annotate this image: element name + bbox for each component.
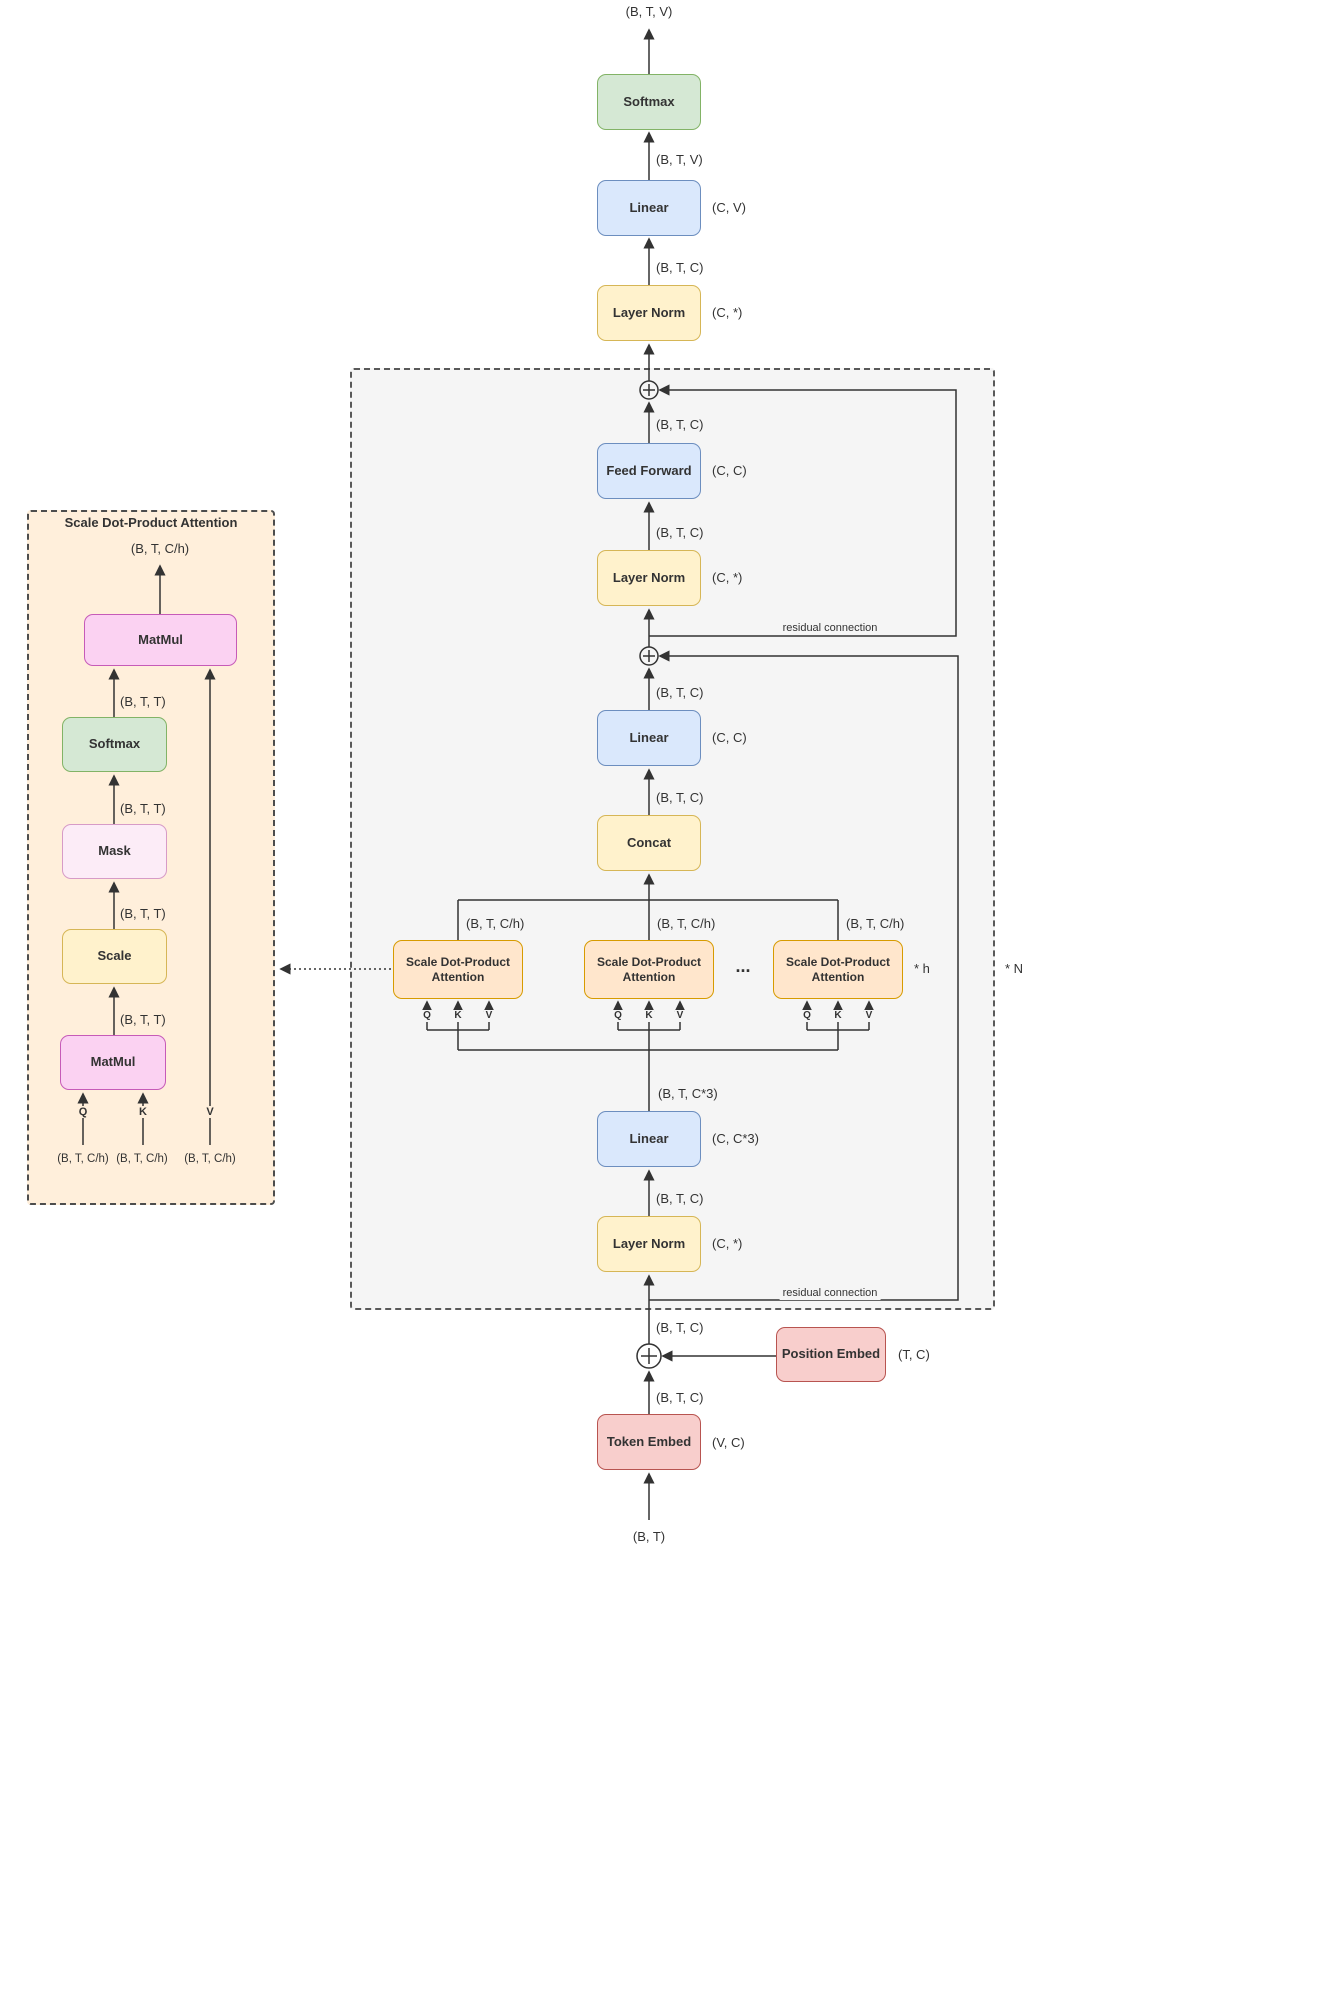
detail-dim-btt-3: (B, T, T) (120, 906, 166, 921)
dim-btc-label-7: (B, T, C) (656, 1320, 704, 1335)
detail-dim-btt-2: (B, T, T) (120, 801, 166, 816)
position-embed-weight-label: (T, C) (898, 1347, 930, 1362)
head3-out-dim-label: (B, T, C/h) (846, 916, 905, 931)
softmax-output-node: Softmax (597, 74, 701, 130)
layernorm-final-param-label: (C, *) (712, 305, 743, 320)
more-heads-ellipsis: ... (735, 956, 751, 976)
layernorm-2-param-label: (C, *) (712, 570, 743, 585)
linear-qkv-weight-label: (C, C*3) (712, 1131, 759, 1146)
dim-btc-label-5: (B, T, C) (656, 790, 704, 805)
output-dim-label: (B, T, V) (625, 4, 673, 19)
head-output-connector (457, 899, 839, 940)
head1-k-label: K (452, 1010, 464, 1022)
linear-proj-weight-label: (C, C) (712, 730, 747, 745)
add-residual-2-circle (639, 380, 659, 400)
attention-head-2: Scale Dot-Product Attention (584, 940, 714, 999)
detail-q-dim-label: (B, T, C/h) (57, 1153, 109, 1165)
layer-norm-2-node: Layer Norm (597, 550, 701, 606)
ff-weight-label: (C, C) (712, 463, 747, 478)
detail-k-dim-label: (B, T, C/h) (116, 1153, 168, 1165)
heads-multiplier-label: * h (914, 961, 930, 976)
residual-connection-label-1: residual connection (779, 1287, 881, 1300)
detail-v-dim-label: (B, T, C/h) (184, 1153, 236, 1165)
matmul-top-node: MatMul (84, 614, 237, 666)
head3-v-label: V (863, 1010, 875, 1022)
detail-out-dim-label: (B, T, C/h) (130, 541, 190, 556)
head2-k-label: K (643, 1010, 655, 1022)
attention-head-1: Scale Dot-Product Attention (393, 940, 523, 999)
residual-connection-2-path (649, 384, 957, 637)
position-embed-node: Position Embed (776, 1327, 886, 1382)
token-embed-weight-label: (V, C) (712, 1435, 745, 1450)
input-dim-label: (B, T) (632, 1529, 666, 1544)
mask-node: Mask (62, 824, 167, 879)
head3-k-label: K (832, 1010, 844, 1022)
head3-q-label: Q (801, 1010, 813, 1022)
matmul-bottom-node: MatMul (60, 1035, 166, 1090)
add-position-embed-circle (636, 1343, 662, 1369)
head1-out-dim-label: (B, T, C/h) (466, 916, 525, 931)
detail-title: Scale Dot-Product Attention (64, 515, 238, 530)
head1-q-label: Q (421, 1010, 433, 1022)
detail-dim-btt-1: (B, T, T) (120, 694, 166, 709)
scale-node: Scale (62, 929, 167, 984)
dim-btc-label-3: (B, T, C) (656, 525, 704, 540)
dim-btc-label-6: (B, T, C) (656, 1191, 704, 1206)
softmax-detail-node: Softmax (62, 717, 167, 772)
residual-connection-1-path (649, 650, 959, 1301)
detail-k-label: K (137, 1106, 149, 1118)
token-embed-node: Token Embed (597, 1414, 701, 1470)
feed-forward-node: Feed Forward (597, 443, 701, 499)
concat-node: Concat (597, 815, 701, 871)
dim-btc-label-8: (B, T, C) (656, 1390, 704, 1405)
layernorm-1-param-label: (C, *) (712, 1236, 743, 1251)
attention-head-3: Scale Dot-Product Attention (773, 940, 903, 999)
head2-v-label: V (674, 1010, 686, 1022)
layer-norm-1-node: Layer Norm (597, 1216, 701, 1272)
head1-v-label: V (483, 1010, 495, 1022)
add-residual-1-circle (639, 646, 659, 666)
residual-connection-label-2: residual connection (779, 622, 881, 635)
linear-output-node: Linear (597, 180, 701, 236)
linear-qkv-node: Linear (597, 1111, 701, 1167)
linear-out-weight-label: (C, V) (712, 200, 746, 215)
detail-v-label: V (204, 1106, 216, 1118)
layer-norm-final-node: Layer Norm (597, 285, 701, 341)
dim-btc3-label: (B, T, C*3) (658, 1086, 718, 1101)
dim-btc-label-4: (B, T, C) (656, 685, 704, 700)
dim-btv-label: (B, T, V) (656, 152, 703, 167)
detail-dim-btt-4: (B, T, T) (120, 1012, 166, 1027)
dim-btc-label-1: (B, T, C) (656, 260, 704, 275)
qkv-split-connector (427, 1029, 869, 1111)
head2-out-dim-label: (B, T, C/h) (657, 916, 716, 931)
dim-btc-label-2: (B, T, C) (656, 417, 704, 432)
head2-q-label: Q (612, 1010, 624, 1022)
linear-projection-node: Linear (597, 710, 701, 766)
blocks-multiplier-label: * N (1005, 961, 1024, 976)
detail-q-label: Q (76, 1106, 90, 1118)
